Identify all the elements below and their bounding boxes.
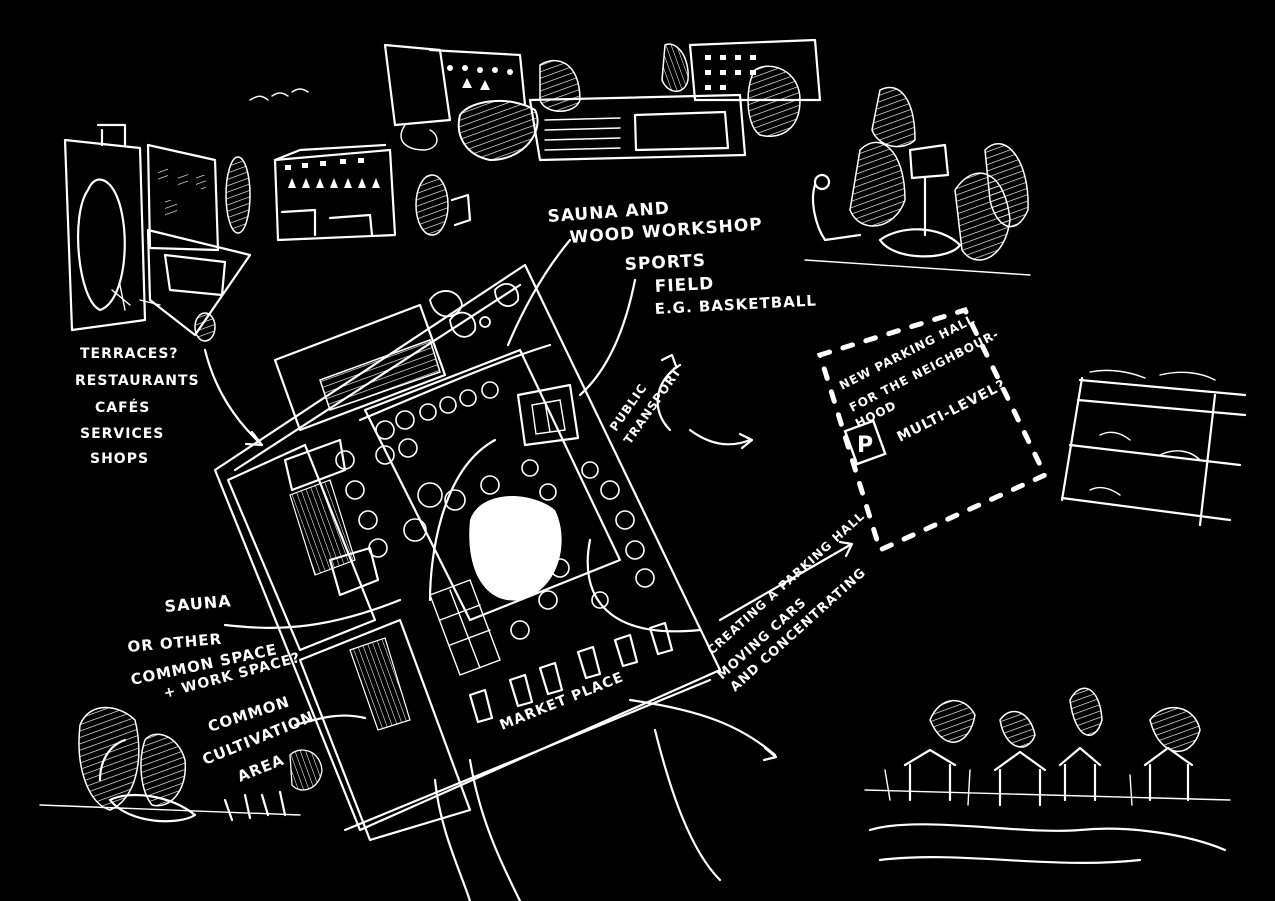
sauna-common-line-2: OR OTHER (127, 630, 223, 656)
site-plan (213, 263, 722, 901)
vignette-basketball (804, 86, 1031, 276)
multi-level-label: MULTI-LEVEL? (895, 377, 1010, 446)
terraces-line-1: TERRACES? (80, 346, 179, 362)
label-terraces: TERRACES? RESTAURANTS CAFÉS SERVICES SHO… (75, 346, 200, 467)
sauna-common-line-1: SAUNA (164, 591, 233, 616)
parking-symbol: P (857, 433, 874, 458)
vignette-top-left (63, 88, 472, 342)
label-sauna-common: SAUNA OR OTHER COMMON SPACE + WORK SPACE… (127, 591, 303, 702)
leader-lines (203, 238, 854, 762)
label-parking-creation: CREATING A PARKING HALL MOVING CARS AND … (705, 509, 870, 695)
vignette-village (864, 687, 1231, 864)
terraces-line-3: CAFÉS (95, 399, 150, 416)
terraces-line-5: SHOPS (90, 451, 149, 467)
cultivation-line-3: AREA (235, 751, 287, 786)
label-public-transport: PUBLIC TRANSPORT (607, 365, 684, 447)
label-sauna-workshop: SAUNA AND WOOD WORKSHOP (547, 198, 763, 247)
sports-field-line-2: FIELD (654, 274, 714, 297)
label-parking-hall: NEW PARKING HALL FOR THE NEIGHBOUR- HOOD… (837, 312, 1009, 458)
parking-box (816, 306, 1049, 554)
moving-cars-line-2: AND CONCENTRATING (728, 565, 870, 695)
vignette-top-center (383, 38, 822, 162)
vignette-bottom-left (39, 706, 323, 823)
label-sports-field: SPORTS FIELD E.G. BASKETBALL (624, 251, 817, 318)
parking-symbol-box (843, 419, 887, 466)
terraces-line-4: SERVICES (80, 426, 164, 442)
vignette-multilevel (1060, 369, 1247, 527)
terraces-line-2: RESTAURANTS (75, 373, 200, 389)
sports-field-line-1: SPORTS (624, 251, 706, 275)
